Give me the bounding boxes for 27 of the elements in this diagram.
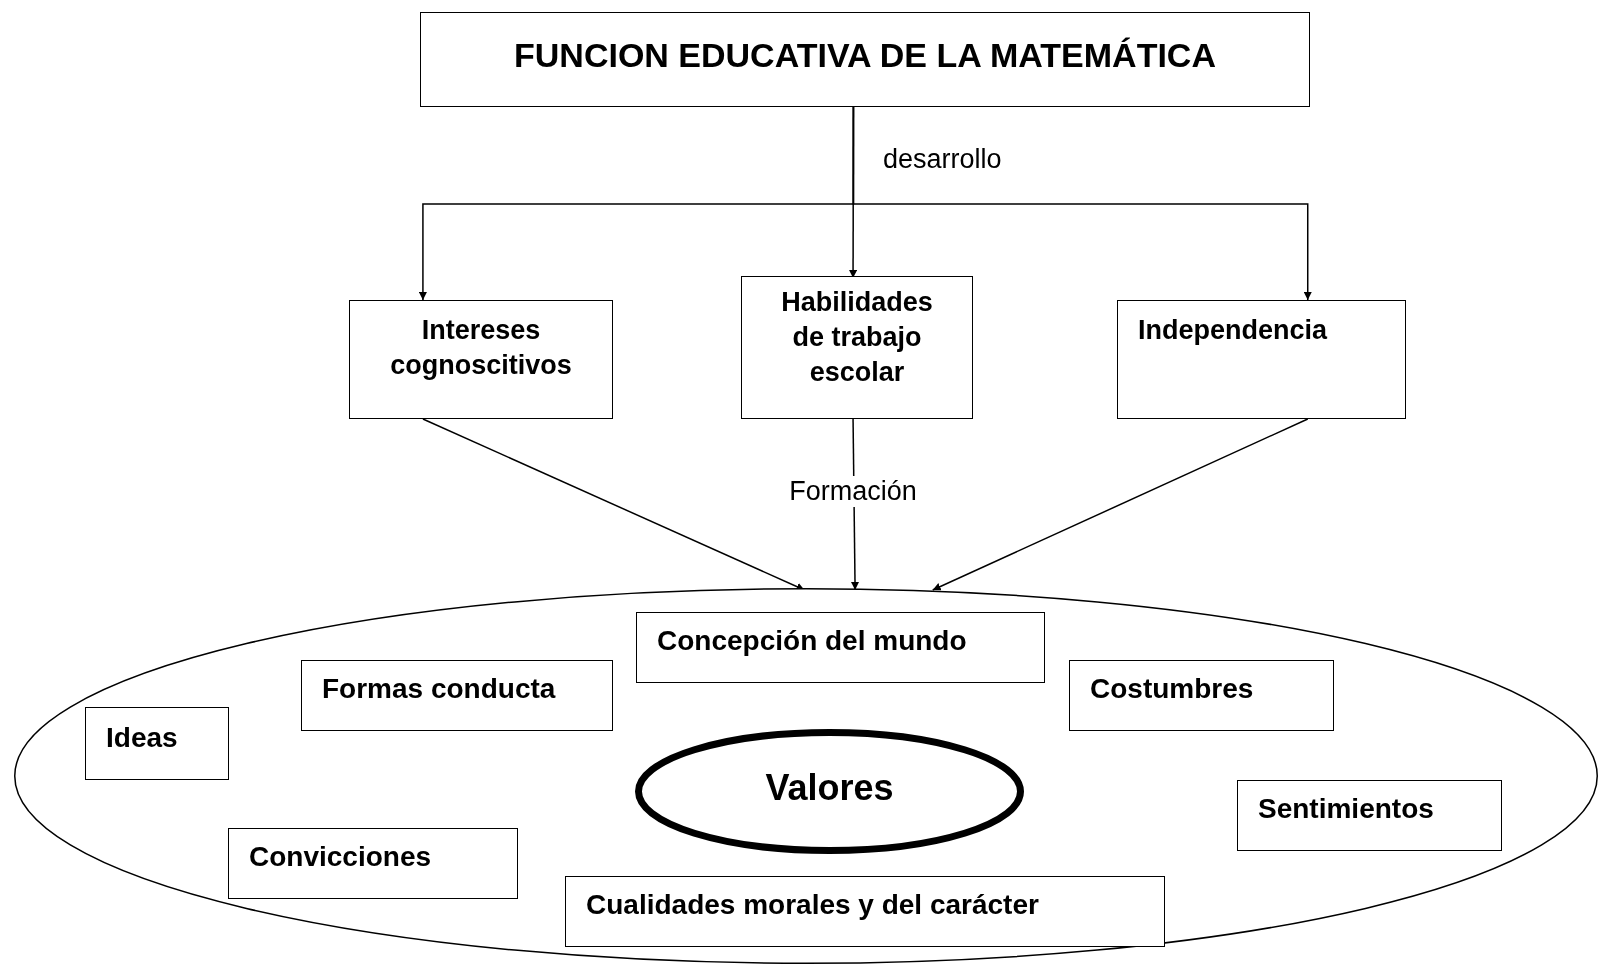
arrow <box>931 418 1309 591</box>
concept-label: Habilidades de trabajo escolar <box>780 286 934 390</box>
concept-ellipse <box>635 729 1024 854</box>
concept-box <box>741 276 973 419</box>
concept-label: Valores <box>764 766 895 810</box>
concept-label: Formas conducta <box>322 672 557 706</box>
concept-box <box>565 876 1165 947</box>
concept-box <box>1237 780 1502 851</box>
concept-label: FUNCION EDUCATIVA DE LA MATEMÁTICA <box>513 35 1217 76</box>
concept-label: Intereses cognoscitivos <box>389 314 573 383</box>
concept-label: Convicciones <box>249 840 433 874</box>
concept-box <box>1069 660 1334 731</box>
concept-box <box>636 612 1045 683</box>
concept-box <box>301 660 613 731</box>
concept-label: Ideas <box>106 721 179 755</box>
concept-box <box>1117 300 1406 419</box>
concept-label: Sentimientos <box>1258 792 1435 826</box>
concept-box <box>228 828 518 899</box>
arrow <box>852 106 1312 301</box>
concept-label: Cualidades morales y del carácter <box>586 888 1040 922</box>
concept-label: Independencia <box>1138 314 1329 347</box>
concept-box <box>420 12 1310 107</box>
concept-box <box>85 707 229 780</box>
concept-box <box>349 300 613 419</box>
concept-label: Concepción del mundo <box>657 624 968 658</box>
concept-label: Costumbres <box>1090 672 1255 706</box>
group-ellipse <box>14 588 1598 964</box>
